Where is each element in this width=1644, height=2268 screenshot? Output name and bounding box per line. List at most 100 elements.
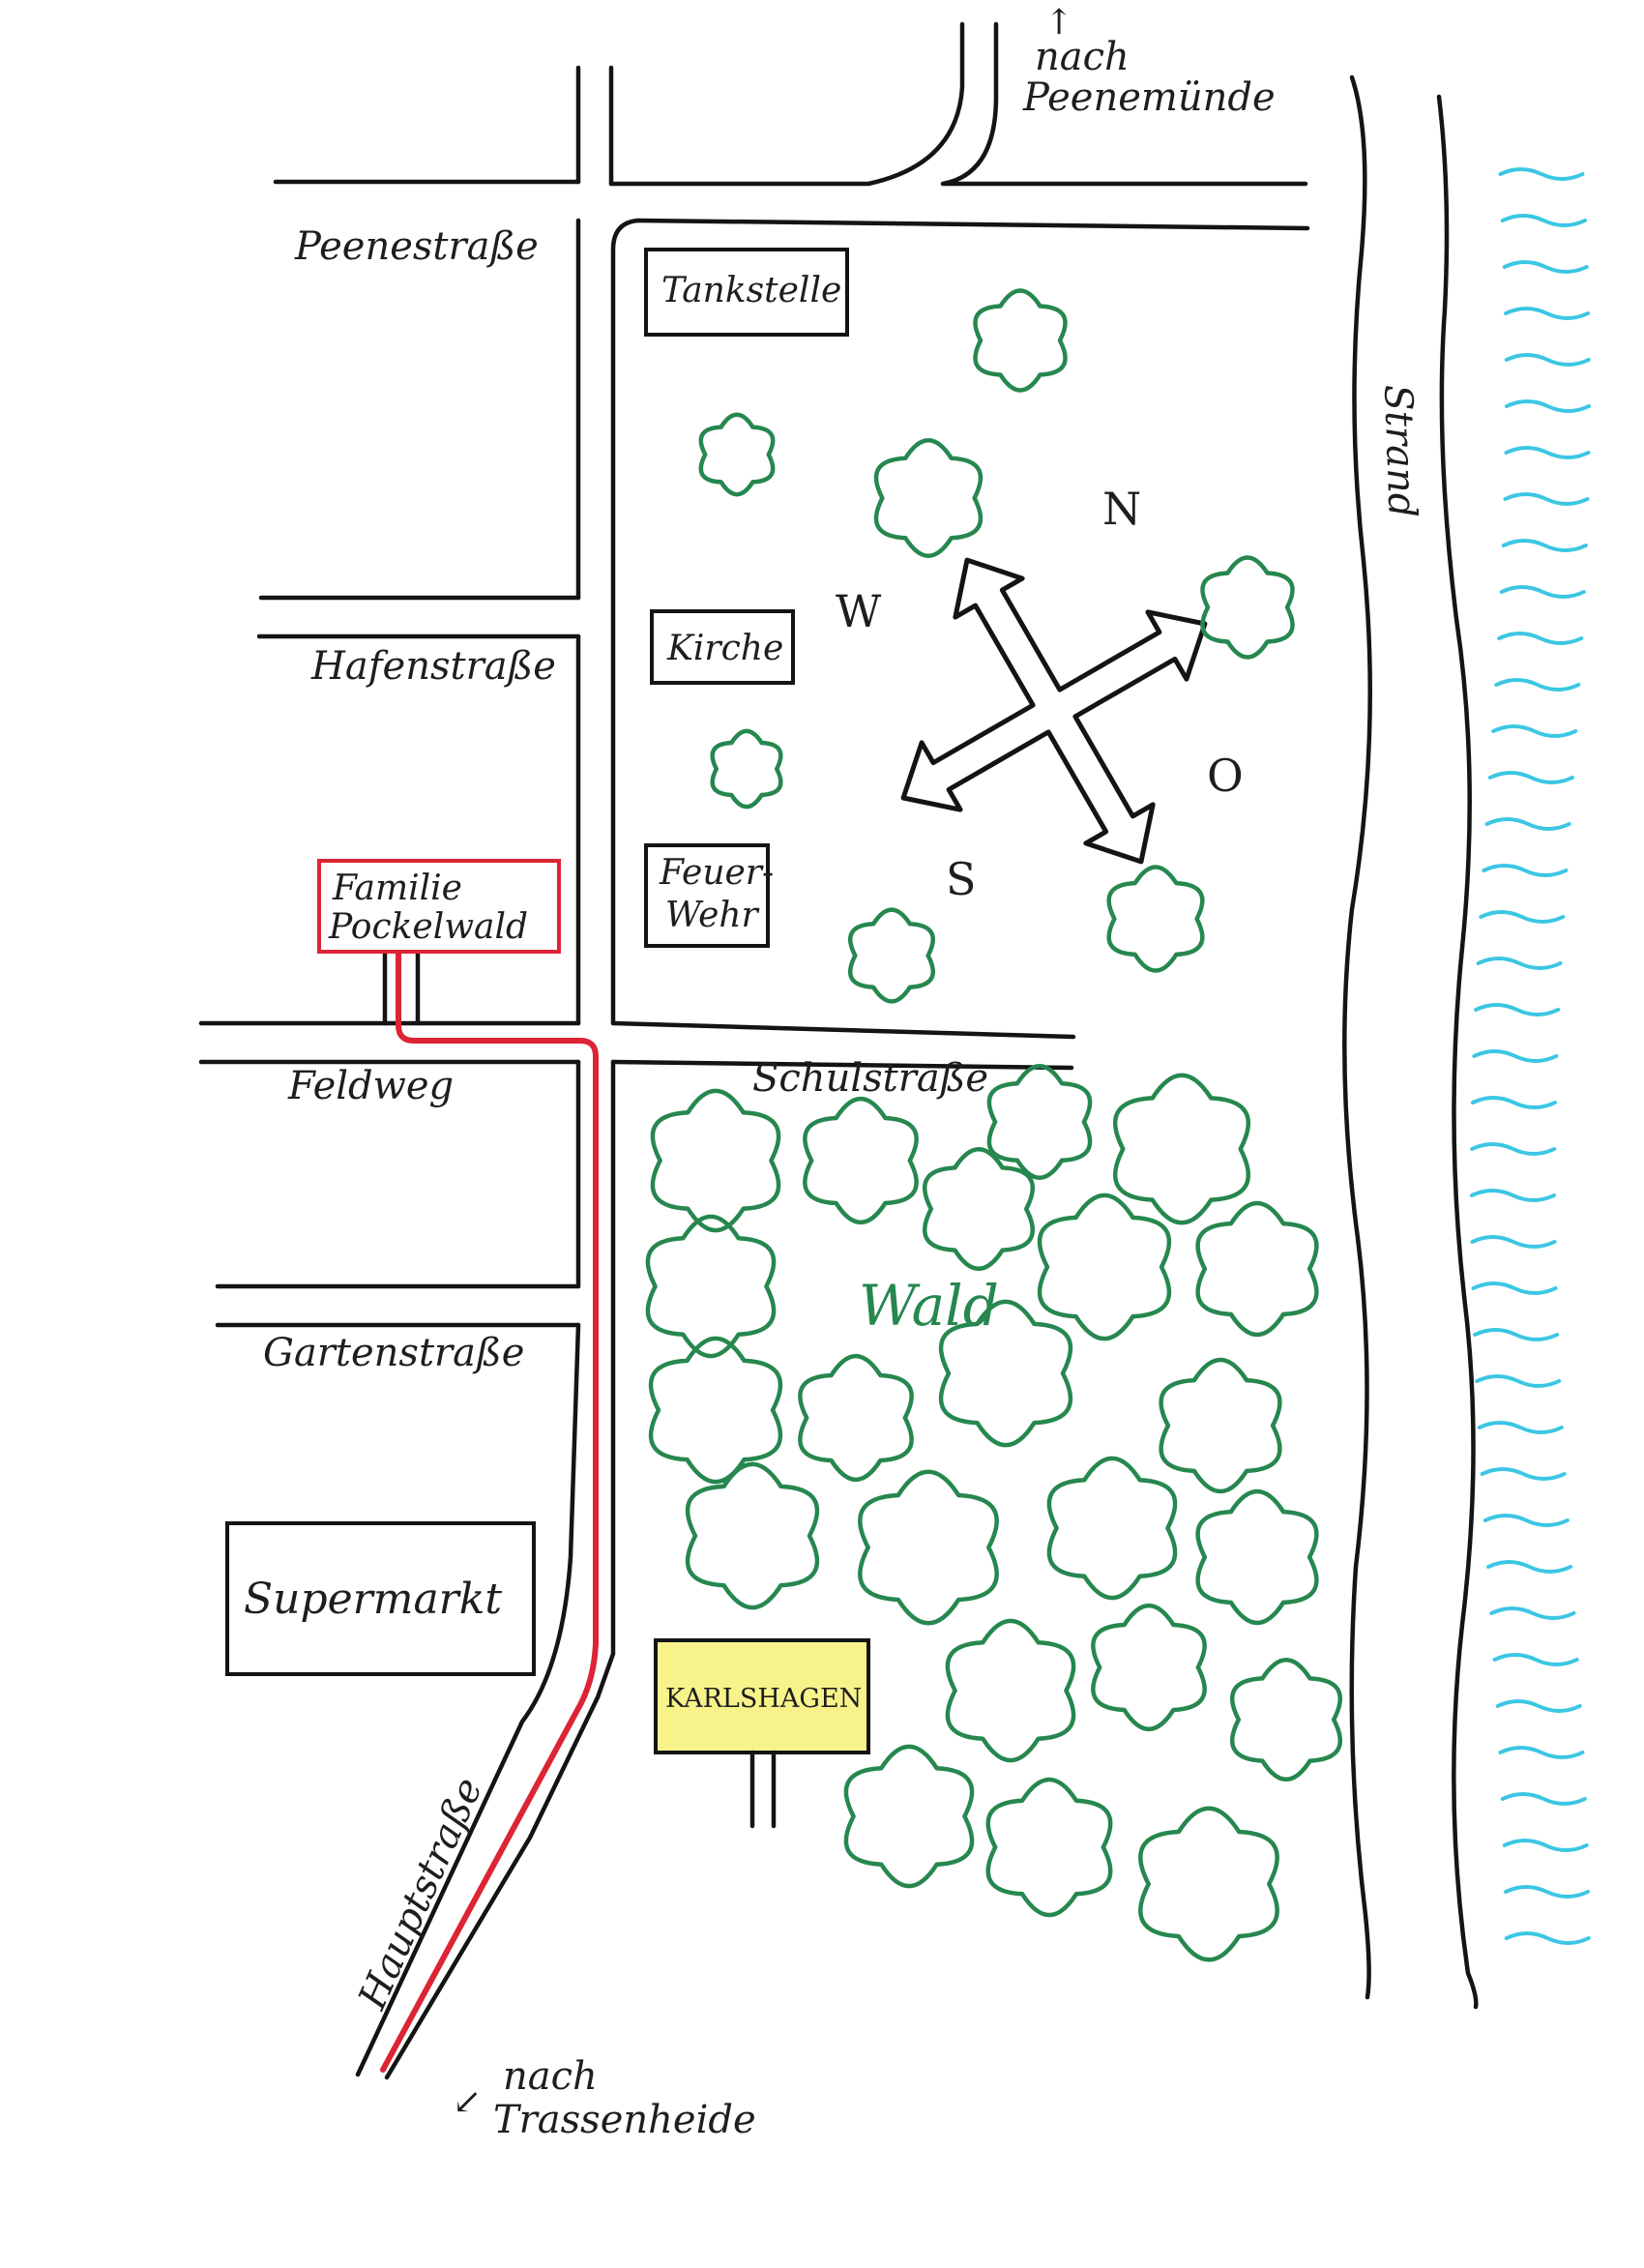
wave-1 — [1498, 167, 1585, 181]
familie-box — [317, 859, 561, 954]
label-feuerwehr-2: Wehr — [665, 896, 760, 935]
tree-28 — [985, 1777, 1113, 1918]
wave-39 — [1504, 1931, 1591, 1945]
tree-16 — [938, 1299, 1073, 1448]
wave-34 — [1495, 1699, 1582, 1713]
wave-24 — [1470, 1235, 1557, 1249]
wave-3 — [1502, 260, 1589, 274]
road-east-bottom — [635, 218, 1310, 231]
north-road-top-edge — [273, 21, 965, 187]
wave-22 — [1470, 1142, 1557, 1156]
label-hafenstrasse: Hafenstraße — [310, 644, 556, 689]
tree-4 — [1200, 555, 1295, 660]
wave-26 — [1473, 1328, 1560, 1341]
label-tankstelle: Tankstelle — [661, 271, 841, 310]
wave-15 — [1484, 817, 1571, 831]
tree-13 — [1037, 1193, 1172, 1341]
arrow-north: ↑ — [1044, 3, 1073, 43]
tree-20 — [685, 1461, 820, 1610]
tree-1 — [973, 288, 1068, 393]
tree-group — [645, 288, 1342, 1962]
supermarkt-box — [225, 1521, 536, 1676]
strand-beach — [1342, 74, 1479, 2010]
wave-4 — [1504, 307, 1591, 320]
tankstelle-box — [644, 248, 849, 337]
feuerwehr-box — [644, 843, 770, 948]
tree-19 — [1159, 1357, 1282, 1494]
tree-26 — [1230, 1658, 1342, 1782]
tree-8 — [650, 1088, 781, 1233]
tree-29 — [1138, 1806, 1279, 1962]
label-gartenstrasse: Gartenstraße — [263, 1331, 524, 1375]
compass-rose — [900, 557, 1208, 865]
wave-36 — [1500, 1792, 1587, 1806]
wave-5 — [1504, 353, 1591, 367]
feldweg-bottom-edge — [198, 1059, 1074, 1071]
compass-arrows — [900, 557, 1208, 865]
wave-6 — [1504, 399, 1591, 413]
wave-10 — [1499, 585, 1586, 599]
label-hauptstrasse: Hauptstraße — [350, 1771, 492, 2017]
tree-18 — [798, 1354, 914, 1482]
sea-waves — [1470, 167, 1591, 1945]
wave-28 — [1477, 1421, 1564, 1434]
wave-31 — [1486, 1560, 1573, 1574]
tree-25 — [1091, 1604, 1207, 1731]
label-strand: Strand — [1375, 384, 1424, 518]
tree-6 — [848, 907, 935, 1004]
tree-22 — [1046, 1456, 1178, 1601]
compass-south: S — [946, 853, 977, 905]
road-network — [198, 21, 1310, 2080]
arrow-south: ↙ — [453, 2082, 482, 2122]
tree-21 — [858, 1469, 999, 1626]
label-familie-2: Pockelwald — [328, 907, 528, 947]
tree-10 — [986, 1064, 1093, 1180]
wave-12 — [1494, 678, 1581, 692]
wave-20 — [1472, 1049, 1559, 1063]
tree-14 — [1195, 1200, 1319, 1338]
label-wald: Wald — [859, 1273, 999, 1339]
label-feldweg: Feldweg — [287, 1064, 454, 1108]
feldweg-top-edge — [198, 1020, 1076, 1040]
label-supermarkt: Supermarkt — [244, 1575, 502, 1624]
kirche-box — [650, 609, 795, 685]
label-familie-1: Familie — [332, 869, 462, 908]
hauptstrasse-right-edge — [384, 65, 641, 2080]
wave-13 — [1491, 724, 1578, 738]
familie-driveway — [382, 950, 421, 1026]
label-schulstrasse: Schulstraße — [752, 1056, 988, 1101]
tree-12 — [923, 1147, 1035, 1271]
tree-9 — [803, 1097, 919, 1224]
karlshagen-sign — [654, 1638, 870, 1754]
wave-19 — [1474, 1003, 1561, 1016]
strand-right-line — [1436, 94, 1479, 2010]
tree-17 — [648, 1336, 783, 1485]
wave-37 — [1502, 1839, 1589, 1852]
dir-north-line2: Peenemünde — [1022, 75, 1276, 120]
wave-2 — [1500, 214, 1587, 227]
tree-24 — [945, 1618, 1076, 1763]
tree-11 — [1112, 1073, 1251, 1225]
label-peenestrasse: Peenestraße — [294, 224, 539, 269]
dir-north-line1: nach — [1035, 35, 1130, 79]
wave-38 — [1504, 1885, 1591, 1899]
wave-33 — [1492, 1653, 1579, 1666]
compass-west: W — [836, 585, 882, 637]
compass-north: N — [1102, 483, 1141, 535]
wave-21 — [1470, 1096, 1557, 1109]
wave-18 — [1476, 957, 1563, 970]
tree-5 — [710, 728, 783, 810]
route-to-familie — [380, 950, 599, 2073]
tree-3 — [873, 438, 983, 558]
wave-9 — [1501, 539, 1588, 552]
dir-south-line2: Trassenheide — [493, 2098, 756, 2142]
north-road-lower-edge — [940, 21, 1308, 187]
tree-23 — [1195, 1488, 1319, 1626]
tree-2 — [698, 412, 776, 497]
wave-16 — [1482, 864, 1569, 877]
wave-17 — [1479, 910, 1566, 924]
tree-7 — [1106, 865, 1205, 973]
wave-7 — [1504, 446, 1591, 459]
strand-left-line — [1342, 74, 1372, 2000]
